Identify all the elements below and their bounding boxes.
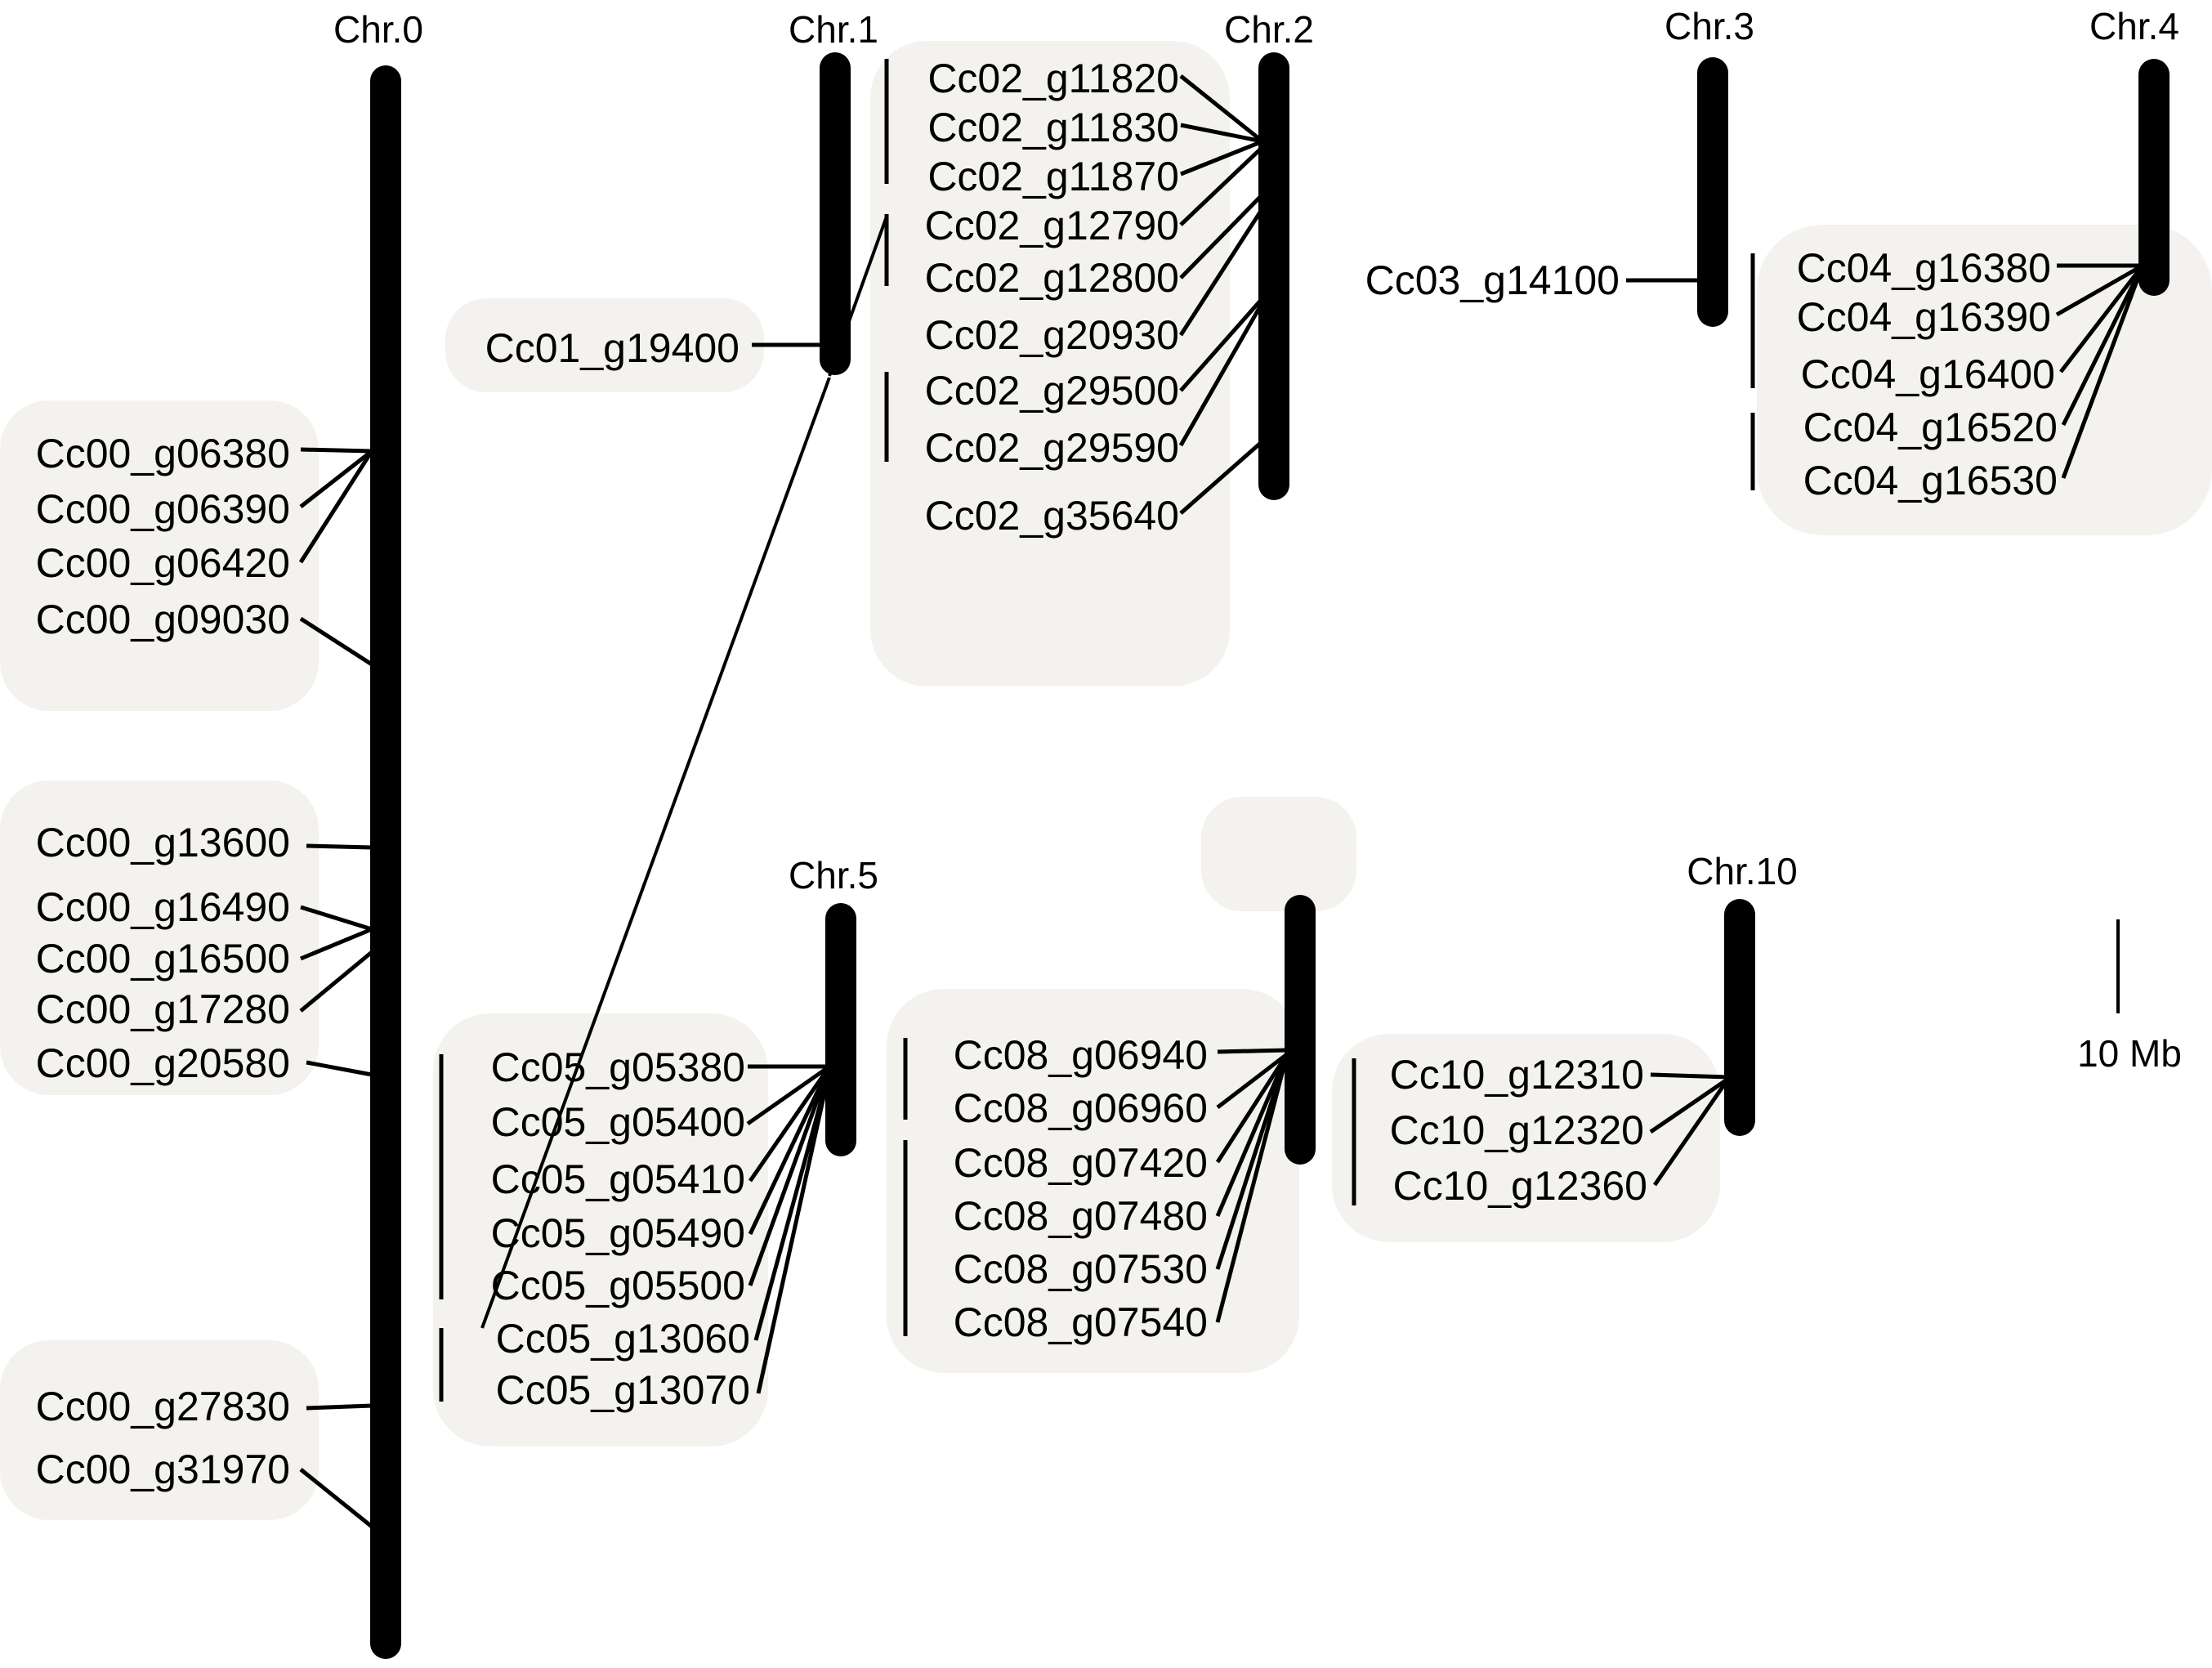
gene-connectors (439, 1054, 832, 1402)
gene-label: Cc01_g19400 (485, 325, 740, 371)
gene-connectors (903, 1038, 1289, 1336)
chromosome-title: Chr.4 (2089, 5, 2179, 47)
chromosome-bar (1724, 899, 1755, 1136)
gene-label: Cc02_g35640 (925, 493, 1179, 539)
scale-bar: 10 Mb (2077, 919, 2182, 1075)
gene-label: Cc00_g31970 (36, 1447, 290, 1492)
gene-label: Cc05_g05410 (491, 1156, 745, 1202)
gene-label: Cc00_g06420 (36, 540, 290, 586)
gene-connectors (884, 59, 1265, 515)
gene-label: Cc05_g05400 (491, 1099, 745, 1145)
chromosome-title: Chr.5 (789, 854, 878, 897)
gene-label: Cc02_g11820 (927, 56, 1179, 101)
gene-label: Cc04_g16380 (1797, 245, 2051, 291)
chromosome-bar (1258, 52, 1289, 500)
chromosome-title: Chr.3 (1665, 5, 1754, 47)
gene-label: Cc04_g16400 (1801, 351, 2055, 397)
gene-label: Cc04_g16530 (1803, 458, 2058, 503)
gene-label: Cc10_g12360 (1393, 1163, 1647, 1209)
cross-link-line (828, 216, 888, 377)
chromosome-bar (1697, 57, 1728, 327)
gene-label: Cc00_g09030 (36, 597, 290, 642)
gene-label: Cc08_g06960 (954, 1085, 1208, 1131)
gene-label: Cc00_g16490 (36, 884, 290, 930)
chromosome-bar (370, 65, 401, 1659)
chromosome-title: Chr.2 (1224, 8, 1314, 51)
scale-label: 10 Mb (2077, 1032, 2182, 1075)
chromosome-4: Chr.4 Cc04_g16380 Cc04_g16390 Cc04_g1640… (1750, 5, 2179, 503)
gene-label: Cc00_g06380 (36, 431, 290, 476)
gene-label: Cc05_g13070 (496, 1367, 750, 1413)
gene-label: Cc00_g17280 (36, 986, 290, 1032)
chromosome-title: Chr.0 (333, 8, 423, 51)
gene-label: Cc00_g16500 (36, 936, 290, 982)
gene-label: Cc05_g13060 (496, 1316, 750, 1362)
gene-label: Cc10_g12320 (1390, 1107, 1644, 1153)
gene-label: Cc00_g13600 (36, 820, 290, 865)
gene-label: Cc00_g27830 (36, 1384, 290, 1429)
gene-label: Cc08_g07420 (954, 1140, 1208, 1186)
gene-label: Cc00_g20580 (36, 1040, 290, 1086)
chromosome-8: Cc08_g06940 Cc08_g06960 Cc08_g07420 Cc08… (903, 895, 1316, 1345)
gene-connectors (298, 447, 374, 1528)
chromosome-3: Chr.3 Cc03_g14100 (1365, 5, 1754, 327)
gene-label: Cc08_g07480 (954, 1193, 1208, 1239)
gene-label: Cc05_g05500 (491, 1263, 745, 1308)
gene-label: Cc08_g07540 (954, 1299, 1208, 1345)
gene-label: Cc03_g14100 (1365, 257, 1620, 303)
chromosome-title: Chr.10 (1687, 850, 1798, 892)
gene-label: Cc05_g05380 (491, 1044, 745, 1090)
chromosome-bar (1285, 895, 1316, 1165)
chromosome-title: Chr.1 (789, 8, 878, 51)
gene-label: Cc02_g29590 (925, 425, 1179, 471)
gene-label: Cc02_g12800 (925, 255, 1179, 301)
gene-label: Cc02_g12790 (925, 203, 1179, 248)
gene-label: Cc02_g20930 (925, 312, 1179, 358)
gene-label: Cc08_g06940 (954, 1032, 1208, 1078)
chromosome-bar (820, 52, 851, 375)
chromosome-5: Chr.5 Cc05_g05380 Cc05_g05400 Cc05_g0541… (439, 854, 878, 1413)
chromosome-0: Chr.0 Cc00_g06380 Cc00_g06390 Cc00_g0642… (36, 8, 423, 1659)
label-highlights (0, 41, 2212, 1520)
gene-connectors (1352, 1058, 1731, 1205)
gene-label: Cc05_g05490 (491, 1210, 745, 1256)
gene-label: Cc02_g11870 (927, 154, 1179, 199)
gene-label: Cc02_g29500 (925, 368, 1179, 414)
chromosome-bar (2138, 59, 2170, 296)
chromosome-10: Chr.10 Cc10_g12310 Cc10_g12320 Cc10_g123… (1352, 850, 1798, 1209)
gene-label: Cc00_g06390 (36, 486, 290, 532)
gene-label: Cc04_g16520 (1803, 405, 2058, 450)
gene-label: Cc08_g07530 (954, 1246, 1208, 1292)
gene-label: Cc02_g11830 (927, 105, 1179, 150)
cross-link-line (480, 377, 831, 1329)
gene-label: Cc04_g16390 (1797, 294, 2051, 340)
chromosome-1: Chr.1 Cc01_g19400 (485, 8, 878, 375)
gene-label: Cc10_g12310 (1390, 1052, 1644, 1098)
chromosome-bar (825, 903, 856, 1156)
chromosome-2: Chr.2 Cc02_g11820 Cc02_g11830 Cc02_g1187… (884, 8, 1314, 539)
gene-connectors (1750, 253, 2145, 490)
